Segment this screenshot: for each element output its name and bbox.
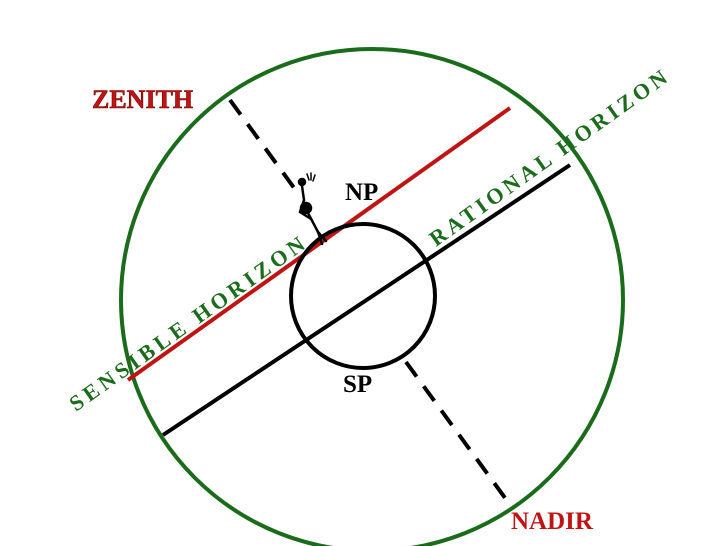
rational-horizon-line (161, 163, 572, 437)
north-pole-label: NP (345, 179, 378, 206)
earth-circle (289, 222, 437, 370)
celestial-sphere (119, 47, 625, 546)
rational-horizon-label: RATIONAL HORIZON (424, 65, 671, 251)
zenith-label: ZENITH (92, 85, 193, 114)
south-pole-label: SP (343, 371, 372, 398)
nadir-label: NADIR (511, 508, 594, 535)
sensible-horizon-line (126, 106, 512, 382)
nadir-axis-lower (404, 360, 510, 504)
observer-figure-icon (297, 172, 328, 246)
sensible-horizon-label: SENSIBLE HORIZON (64, 231, 309, 416)
zenith-axis-upper (228, 98, 302, 198)
